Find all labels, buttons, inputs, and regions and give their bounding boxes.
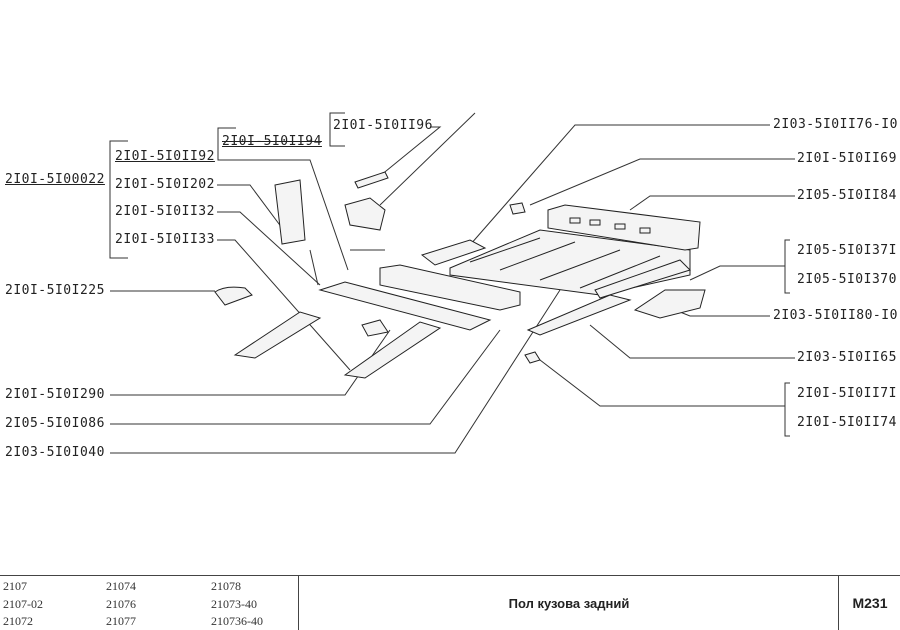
leader-lines — [110, 112, 795, 454]
model-code: 210736-40 — [211, 614, 263, 628]
part-front-crossmember — [379, 264, 521, 311]
part-label: 2I0I-5I0I202 — [115, 177, 215, 192]
part-label: 2I0I-5I0II7I — [797, 386, 897, 401]
part-label: 2I0I-5I0II94 — [222, 134, 322, 149]
part-label: 2I0I-5I0II32 — [115, 204, 215, 219]
part-label: 2I03-5I0II80-I0 — [773, 308, 898, 323]
part-bolt — [354, 171, 389, 189]
model-code: 21077 — [106, 614, 136, 628]
part-support-bracket — [344, 197, 386, 231]
part-label: 2I0I-5I0II74 — [797, 415, 897, 430]
model-code: 21073-40 — [211, 597, 257, 611]
model-code: 21078 — [211, 579, 241, 593]
group-brackets — [109, 112, 790, 437]
part-small-bracket — [361, 319, 389, 337]
part-plug — [524, 351, 541, 364]
part-label: 2I0I-5I0I290 — [5, 387, 105, 402]
part-left-side-member — [233, 311, 322, 359]
model-code: 21074 — [106, 579, 136, 593]
part-label: 2I05-5I0I086 — [5, 416, 105, 431]
part-shapes — [214, 171, 706, 379]
part-label: 2I0I-5I0II33 — [115, 232, 215, 247]
part-right-bracket — [594, 259, 691, 299]
part-label: 2I05-5I0I370 — [797, 272, 897, 287]
model-code: 21076 — [106, 597, 136, 611]
sheet-code: M231 — [852, 595, 888, 611]
part-label: 2I0I-5I0I225 — [5, 283, 105, 298]
divider — [838, 576, 839, 630]
model-code: 2107-02 — [3, 597, 43, 611]
part-center-member — [343, 321, 442, 379]
part-label: 2I0I-5I0II92 — [115, 149, 215, 164]
title-block: 2107 21074 21078 2107-02 21076 21073-40 … — [0, 575, 900, 630]
part-label: 2I0I-5I0II69 — [797, 151, 897, 166]
part-label: 2I03-5I0II65 — [797, 350, 897, 365]
part-side-rail — [526, 294, 632, 336]
divider — [298, 576, 299, 630]
exploded-parts-drawing — [109, 112, 795, 454]
part-small-clip — [509, 202, 526, 215]
part-left-pad — [420, 239, 487, 266]
part-label: 2I03-5I0II76-I0 — [773, 117, 898, 132]
diagram-title: Пол кузова задний — [508, 596, 630, 611]
part-label: 2I0I-5I00022 — [5, 172, 105, 187]
part-clip — [214, 286, 253, 306]
model-code: 21072 — [3, 614, 33, 628]
model-code: 2107 — [3, 579, 27, 593]
part-label: 2I05-5I0II84 — [797, 188, 897, 203]
part-label: 2I03-5I0I040 — [5, 445, 105, 460]
part-bolt-bracket — [274, 179, 306, 245]
part-right-wheel-arch-pad — [633, 289, 706, 319]
part-label: 2I05-5I0I37I — [797, 243, 897, 258]
part-label: 2I0I-5I0II96 — [333, 118, 433, 133]
part-crossbar — [318, 281, 492, 331]
